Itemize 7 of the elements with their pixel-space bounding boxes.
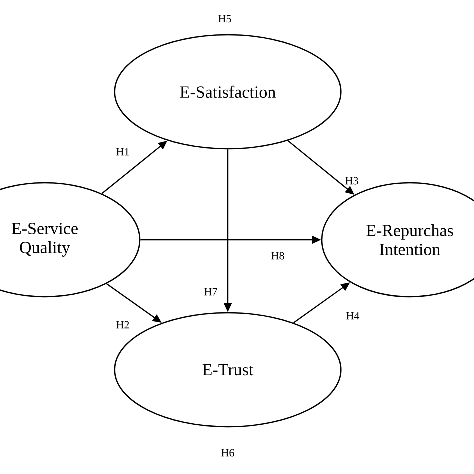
hypothesis-label: H6 <box>222 449 234 457</box>
edge-label: H4 <box>345 311 361 321</box>
edge-label: H2 <box>115 320 131 330</box>
edge-label: H8 <box>270 251 286 261</box>
edge-label: H1 <box>115 147 131 157</box>
edge-label: H7 <box>203 287 219 297</box>
hypothesis-label: H5 <box>218 15 232 23</box>
